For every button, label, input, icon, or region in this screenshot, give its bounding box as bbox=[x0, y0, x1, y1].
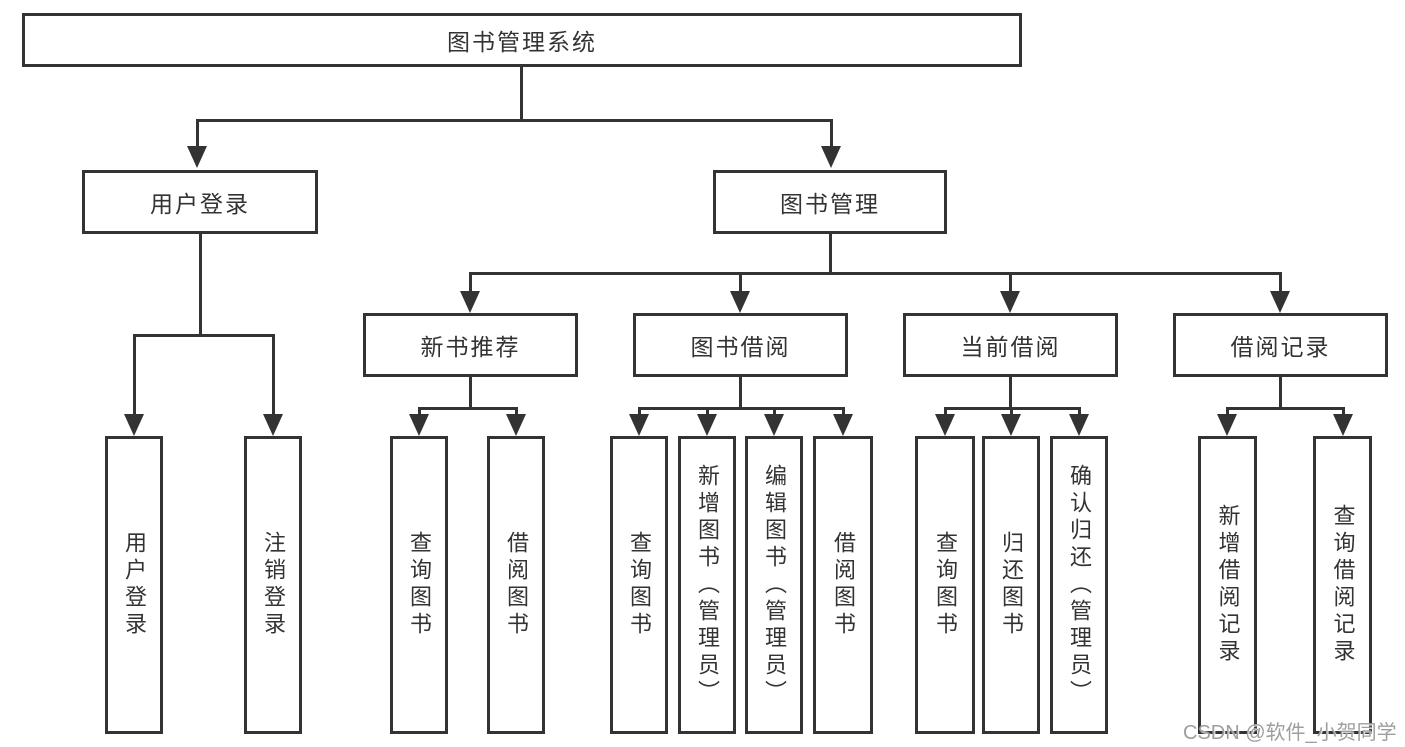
connector-line bbox=[469, 272, 1282, 275]
connector-line bbox=[706, 407, 709, 418]
node-borrow-records: 借阅记录 bbox=[1173, 313, 1388, 377]
node-new-book-recommend: 新书推荐 bbox=[363, 313, 578, 377]
leaf-label: 新增借阅记录 bbox=[1215, 504, 1241, 666]
leaf-label: 查询图书 bbox=[407, 531, 432, 639]
connector-line bbox=[199, 233, 202, 336]
leaf-label: 查询借阅记录 bbox=[1330, 504, 1356, 666]
node-book-management: 图书管理 bbox=[713, 170, 947, 234]
arrow-down-icon bbox=[409, 414, 429, 436]
arrow-down-icon bbox=[1217, 414, 1237, 436]
leaf-query-borrow-record: 查询借阅记录 bbox=[1313, 436, 1372, 734]
leaf-label: 借阅图书 bbox=[504, 531, 529, 639]
node-root-label: 图书管理系统 bbox=[447, 29, 597, 55]
watermark: CSDN @软件_小贺同学 bbox=[1183, 722, 1397, 744]
arrow-down-icon bbox=[506, 414, 526, 436]
connector-line bbox=[638, 407, 641, 418]
leaf-user-login: 用户登录 bbox=[105, 436, 163, 734]
connector-line bbox=[133, 334, 275, 337]
leaf-return-books: 归还图书 bbox=[982, 436, 1040, 734]
leaf-query-books-1: 查询图书 bbox=[390, 436, 448, 734]
arrow-down-icon bbox=[1001, 414, 1021, 436]
leaf-query-books-2: 查询图书 bbox=[610, 436, 668, 734]
connector-line bbox=[638, 407, 845, 410]
connector-line bbox=[944, 407, 947, 418]
leaf-borrow-books-1: 借阅图书 bbox=[487, 436, 545, 734]
arrow-down-icon bbox=[1270, 291, 1290, 313]
connector-line bbox=[830, 119, 833, 148]
connector-line bbox=[773, 407, 776, 418]
node-current-borrow: 当前借阅 bbox=[903, 313, 1118, 377]
arrow-down-icon bbox=[263, 414, 283, 436]
leaf-label: 确认归还（管理员） bbox=[1067, 463, 1092, 707]
connector-line bbox=[520, 67, 523, 120]
arrow-down-icon bbox=[833, 414, 853, 436]
connector-line bbox=[1010, 407, 1013, 418]
leaf-label: 查询图书 bbox=[933, 531, 958, 639]
arrow-down-icon bbox=[629, 414, 649, 436]
arrow-down-icon bbox=[730, 291, 750, 313]
connector-line bbox=[1279, 377, 1282, 409]
arrow-down-icon bbox=[697, 414, 717, 436]
connector-line bbox=[739, 272, 742, 293]
node-new-book-recommend-label: 新书推荐 bbox=[420, 334, 521, 360]
leaf-add-books-admin: 新增图书（管理员） bbox=[678, 436, 736, 734]
leaf-label: 用户登录 bbox=[122, 531, 147, 639]
leaf-label: 编辑图书（管理员） bbox=[762, 463, 787, 707]
node-user-login: 用户登录 bbox=[82, 170, 318, 234]
connector-line bbox=[1009, 272, 1012, 293]
arrow-down-icon bbox=[1333, 414, 1353, 436]
arrow-down-icon bbox=[187, 146, 207, 168]
leaf-label: 借阅图书 bbox=[831, 531, 856, 639]
connector-line bbox=[739, 377, 742, 409]
node-borrow-records-label: 借阅记录 bbox=[1230, 334, 1331, 360]
node-book-management-label: 图书管理 bbox=[780, 191, 880, 217]
arrow-down-icon bbox=[764, 414, 784, 436]
connector-line bbox=[1226, 407, 1345, 410]
connector-line bbox=[1342, 407, 1345, 418]
connector-line bbox=[1279, 272, 1282, 293]
leaf-label: 注销登录 bbox=[261, 531, 286, 639]
connector-line bbox=[133, 334, 136, 416]
connector-line bbox=[469, 377, 472, 409]
leaf-label: 归还图书 bbox=[999, 531, 1024, 639]
connector-line bbox=[469, 272, 472, 293]
leaf-edit-books-admin: 编辑图书（管理员） bbox=[745, 436, 803, 734]
connector-line bbox=[1226, 407, 1229, 418]
node-book-borrow-label: 图书借阅 bbox=[690, 334, 791, 360]
arrow-down-icon bbox=[1000, 291, 1020, 313]
node-root: 图书管理系统 bbox=[22, 13, 1022, 67]
connector-line bbox=[515, 407, 518, 418]
connector-line bbox=[418, 407, 518, 410]
connector-line bbox=[829, 233, 832, 274]
leaf-add-borrow-record: 新增借阅记录 bbox=[1198, 436, 1257, 734]
arrow-down-icon bbox=[821, 146, 841, 168]
connector-line bbox=[1009, 377, 1012, 409]
connector-line bbox=[842, 407, 845, 418]
arrow-down-icon bbox=[935, 414, 955, 436]
connector-line bbox=[272, 334, 275, 416]
connector-line bbox=[196, 119, 199, 148]
leaf-query-books-3: 查询图书 bbox=[915, 436, 975, 734]
arrow-down-icon bbox=[460, 291, 480, 313]
leaf-label: 查询图书 bbox=[627, 531, 652, 639]
node-current-borrow-label: 当前借阅 bbox=[960, 334, 1061, 360]
arrow-down-icon bbox=[1069, 414, 1089, 436]
node-book-borrow: 图书借阅 bbox=[633, 313, 848, 377]
connector-line bbox=[1078, 407, 1081, 418]
leaf-logout: 注销登录 bbox=[244, 436, 302, 734]
node-user-login-label: 用户登录 bbox=[150, 191, 250, 217]
arrow-down-icon bbox=[124, 414, 144, 436]
connector-line bbox=[196, 119, 833, 122]
leaf-borrow-books-2: 借阅图书 bbox=[813, 436, 873, 734]
leaf-label: 新增图书（管理员） bbox=[695, 463, 720, 707]
connector-line bbox=[418, 407, 421, 418]
leaf-confirm-return-admin: 确认归还（管理员） bbox=[1050, 436, 1108, 734]
